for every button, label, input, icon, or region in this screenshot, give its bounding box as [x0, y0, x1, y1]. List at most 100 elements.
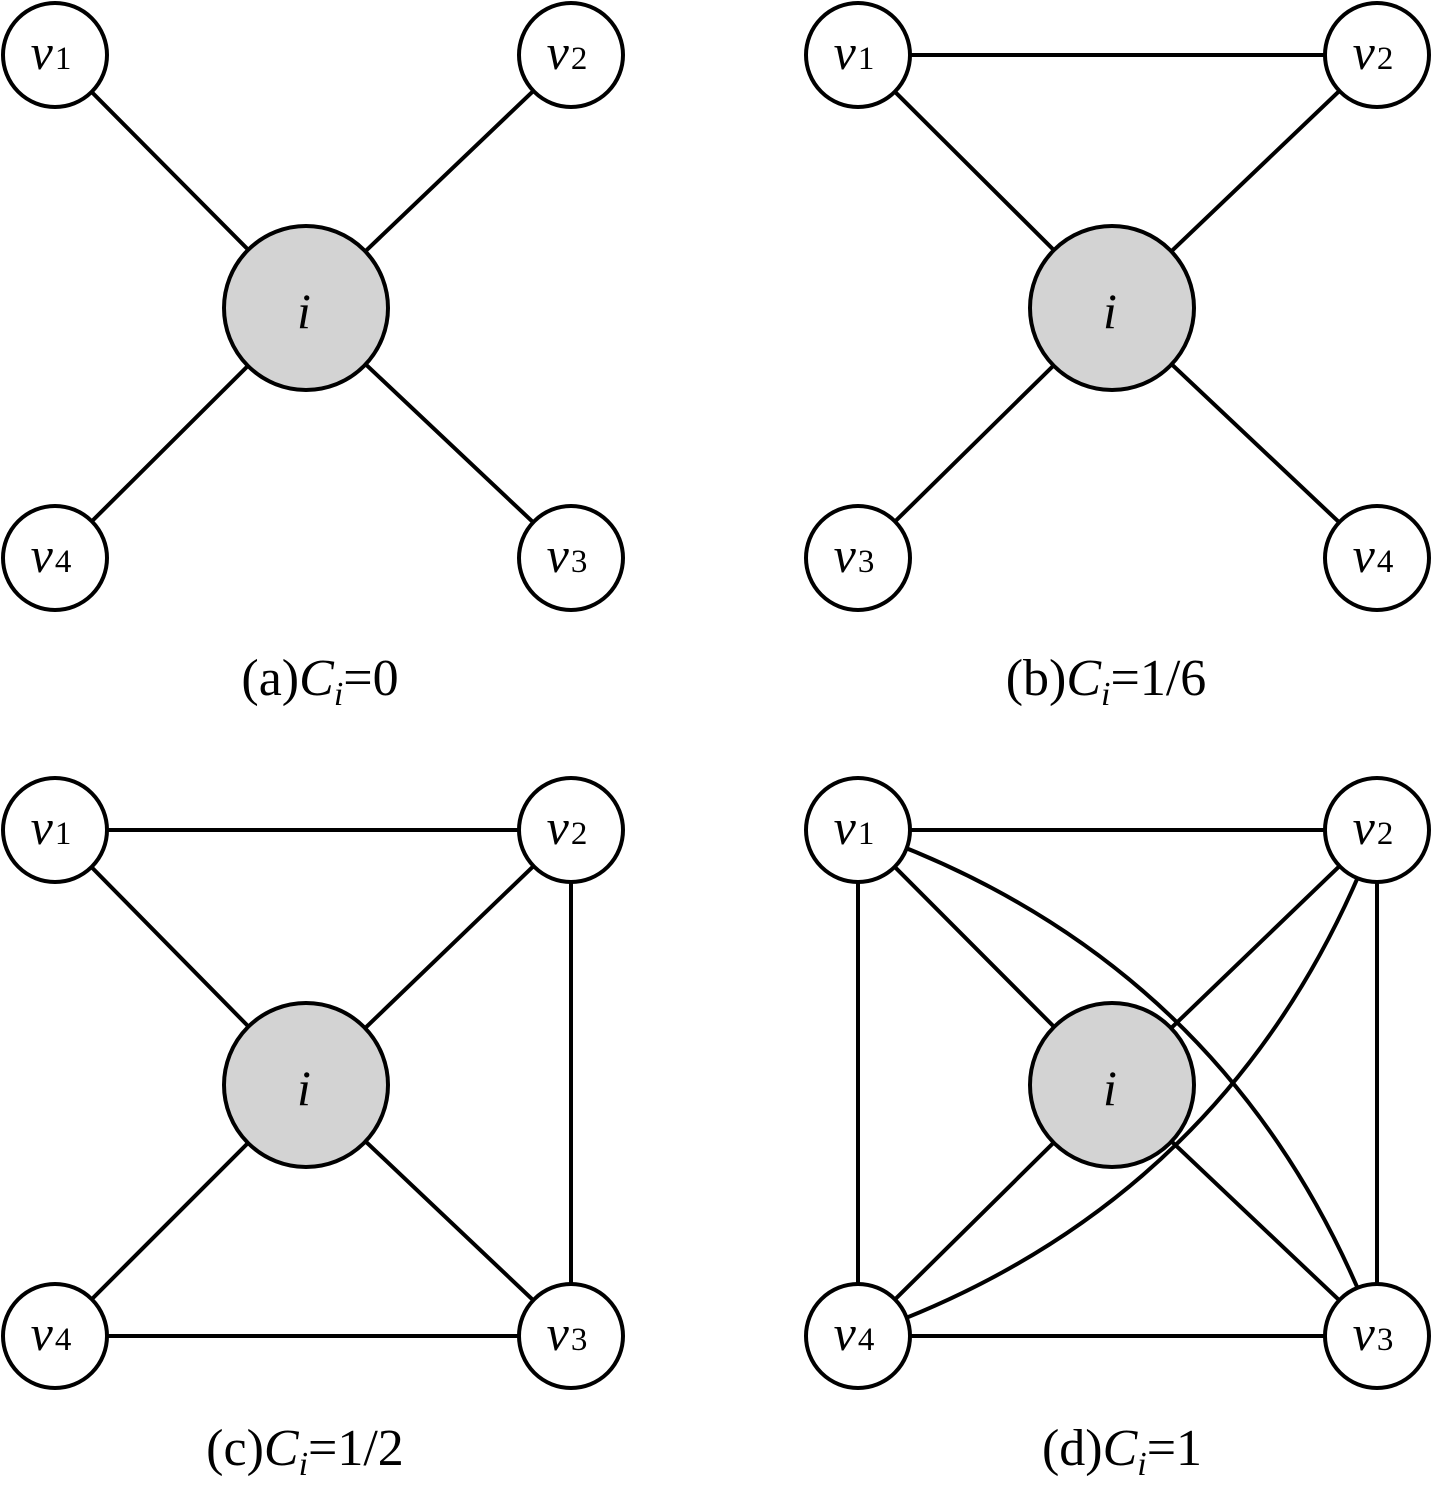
node-label-sub: 3	[571, 1322, 588, 1358]
node-v1: v1	[804, 776, 912, 884]
node-label-var: v	[547, 1305, 570, 1361]
node-label-sub: 4	[55, 1322, 72, 1358]
node-label-var: v	[547, 799, 570, 855]
node-label-var: v	[834, 527, 857, 583]
node-v1: v1	[1, 776, 109, 884]
center-node-label: i	[1103, 283, 1117, 339]
node-v1: v1	[1, 1, 109, 109]
caption-d: (d)Ci=1	[1042, 1420, 1202, 1483]
node-v3: v3	[517, 1282, 625, 1390]
node-circle	[517, 1282, 625, 1390]
node-label-sub: 1	[55, 816, 72, 852]
node-label: v1	[31, 799, 72, 855]
node-circle	[1323, 776, 1431, 884]
node-label-sub: 3	[1377, 1322, 1394, 1358]
node-label-var: v	[547, 527, 570, 583]
center-node: i	[1028, 224, 1196, 392]
caption-symbol: C	[1066, 650, 1102, 707]
node-v1: v1	[804, 1, 912, 109]
node-circle	[804, 504, 912, 612]
node-circle	[1, 504, 109, 612]
edge-v1-v3-curve	[856, 828, 1379, 1338]
center-node: i	[222, 224, 390, 392]
center-node-label: i	[1103, 1060, 1117, 1116]
caption-value: =0	[343, 650, 398, 707]
node-label-var: v	[1353, 527, 1376, 583]
caption-symbol: C	[1103, 1420, 1139, 1477]
node-v4: v4	[804, 1282, 912, 1390]
node-label-sub: 4	[858, 1322, 875, 1358]
node-v3: v3	[804, 504, 912, 612]
node-label-var: v	[1353, 24, 1376, 80]
node-label-sub: 2	[571, 41, 588, 77]
caption-a: (a)Ci=0	[241, 650, 398, 713]
node-label-sub: 4	[55, 544, 72, 580]
node-label-sub: 3	[571, 544, 588, 580]
caption-prefix: (c)	[206, 1420, 264, 1477]
node-label-var: v	[1353, 1305, 1376, 1361]
node-label-var: v	[31, 527, 54, 583]
node-circle	[517, 776, 625, 884]
node-v2: v2	[1323, 776, 1431, 884]
caption-value: =1	[1147, 1420, 1202, 1477]
node-label: v3	[547, 527, 588, 583]
center-node-circle	[222, 224, 390, 392]
node-label-sub: 2	[1377, 41, 1394, 77]
node-label-var: v	[834, 1305, 857, 1361]
node-label-sub: 1	[858, 41, 875, 77]
node-label: v3	[1353, 1305, 1394, 1361]
center-node-label: i	[297, 1060, 311, 1116]
node-label: v2	[547, 799, 588, 855]
node-circle	[804, 1282, 912, 1390]
node-label-sub: 2	[571, 816, 588, 852]
node-circle	[517, 1, 625, 109]
center-node-circle	[1028, 224, 1196, 392]
node-v2: v2	[517, 776, 625, 884]
node-v2: v2	[1323, 1, 1431, 109]
node-label-var: v	[1353, 799, 1376, 855]
node-label-var: v	[547, 24, 570, 80]
edge-v2-v4-curve	[856, 828, 1379, 1338]
node-label: v1	[834, 24, 875, 80]
center-node-circle	[1028, 1001, 1196, 1169]
center-node-label: i	[297, 283, 311, 339]
caption-b: (b)Ci=1/6	[1006, 650, 1207, 713]
node-v4: v4	[1, 1282, 109, 1390]
node-label: v1	[31, 24, 72, 80]
caption-value: =1/2	[308, 1420, 404, 1477]
center-node-circle	[222, 1001, 390, 1169]
node-circle	[1323, 1282, 1431, 1390]
node-v4: v4	[1323, 504, 1431, 612]
center-node: i	[222, 1001, 390, 1169]
node-label-var: v	[31, 24, 54, 80]
node-circle	[1323, 504, 1431, 612]
node-v3: v3	[517, 504, 625, 612]
node-label: v1	[834, 799, 875, 855]
node-label-var: v	[31, 799, 54, 855]
caption-value: =1/6	[1111, 650, 1207, 707]
node-label-sub: 3	[858, 544, 875, 580]
caption-sub: i	[299, 1446, 308, 1483]
node-circle	[1, 776, 109, 884]
node-label: v4	[1353, 527, 1394, 583]
node-label: v4	[31, 527, 72, 583]
node-label: v4	[31, 1305, 72, 1361]
node-label-sub: 4	[1377, 544, 1394, 580]
node-label: v2	[1353, 24, 1394, 80]
caption-c: (c)Ci=1/2	[206, 1420, 404, 1483]
node-label: v3	[834, 527, 875, 583]
node-label: v4	[834, 1305, 875, 1361]
node-circle	[804, 1, 912, 109]
caption-symbol: C	[299, 650, 335, 707]
caption-sub: i	[334, 676, 343, 713]
node-label-sub: 2	[1377, 816, 1394, 852]
node-label: v2	[547, 24, 588, 80]
caption-sub: i	[1101, 676, 1110, 713]
node-circle	[1323, 1, 1431, 109]
node-label-var: v	[31, 1305, 54, 1361]
node-label: v2	[1353, 799, 1394, 855]
